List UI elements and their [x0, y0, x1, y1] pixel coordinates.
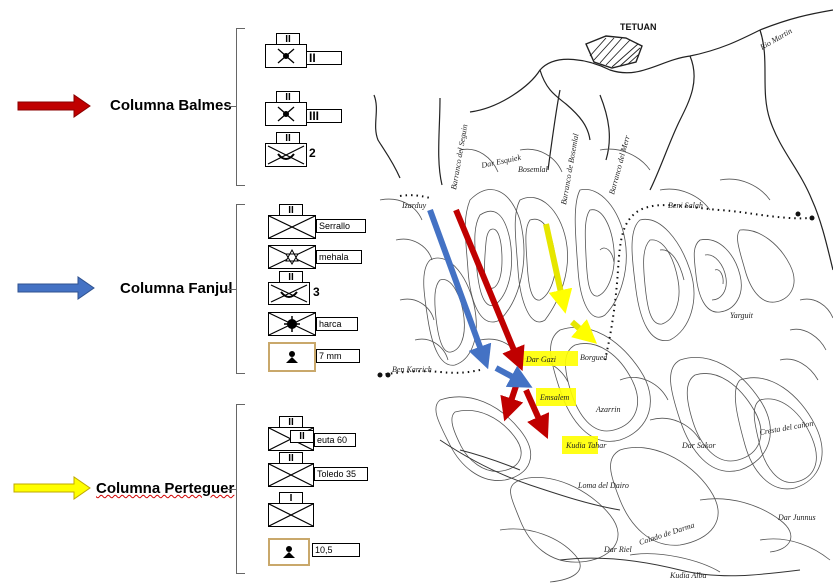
label-kudia-tahar: Kudia Tahar	[565, 441, 607, 450]
infantry-cross-icon	[268, 503, 314, 527]
label-dar-sakor: Dar Sakor	[681, 441, 716, 450]
unit-tag: 2	[307, 147, 325, 159]
label-borgued: Borgued	[580, 353, 608, 362]
unit-symbol-regulares	[265, 143, 307, 167]
label-dar-riel: Dar Riel	[603, 545, 633, 554]
label-dar-junnus: Dar Junnus	[777, 513, 816, 522]
unit-symbol-infantry	[268, 503, 314, 527]
brace-perteguer	[236, 404, 245, 574]
unit-symbol-mountain-infantry	[265, 44, 307, 68]
unit-tag: mehala	[316, 250, 362, 264]
unit-symbol-artillery	[268, 342, 316, 372]
infantry-cross-icon	[268, 463, 314, 487]
highlight-kudia-tahar	[562, 436, 598, 454]
unit-tag: 10,5	[312, 543, 360, 557]
balmes-arrow-sw	[500, 385, 524, 422]
crescent-cross-icon	[270, 284, 308, 303]
river-line	[649, 55, 695, 191]
river-line	[469, 9, 833, 113]
legend-label-balmes: Columna Balmes	[110, 97, 232, 114]
perteguer-arrow-main	[543, 223, 573, 314]
unit-tag: harca	[316, 317, 358, 331]
river-line	[438, 97, 443, 186]
balmes-arrow-se	[523, 388, 550, 439]
label-bosemlal: Bosemlal	[518, 165, 549, 174]
infantry-cross-icon	[268, 215, 316, 239]
unit-symbol-regulares	[268, 282, 310, 305]
highlight-dar-gazi	[522, 351, 578, 366]
unit-symbol-infantry	[268, 215, 316, 239]
unit-tag: III	[306, 109, 342, 123]
legend-label-fanjul: Columna Fanjul	[120, 280, 233, 297]
label-kudia-alba: Kudia Alba	[669, 571, 707, 580]
label-izarduy: Izarduy	[401, 201, 427, 210]
tetuan-city-shape	[585, 35, 643, 69]
unit-symbol-harca	[268, 312, 316, 336]
unit-symbol-mehala	[268, 245, 316, 269]
label-loma-del-dairo: Loma del Dairo	[577, 481, 629, 490]
brace-fanjul	[236, 204, 245, 374]
unit-symbol-infantry	[268, 463, 314, 487]
label-dar-esquiek: Dar Esquiek	[480, 153, 523, 170]
legend-arrow-fanjul	[17, 276, 95, 300]
label-tetuan: TETUAN	[620, 22, 657, 32]
label-colado-darma: Colado de Darma	[638, 520, 696, 546]
legend-label-perteguer: Columna Perteguer	[96, 480, 235, 497]
balmes-arrow-main	[453, 208, 525, 372]
echelon-marker: II	[290, 430, 314, 443]
unit-tag: euta 60	[314, 433, 356, 447]
river-line	[373, 94, 401, 179]
highlight-emsalem	[536, 388, 576, 406]
crossed-rifles-icon	[277, 48, 295, 64]
unit-tag: 7 mm	[316, 349, 360, 363]
label-ben-karrich: Ben Karrich	[392, 365, 432, 374]
unit-symbol-artillery	[268, 538, 310, 566]
river-line	[547, 89, 561, 171]
label-barranco-merr: Barranco del Merr	[607, 134, 632, 196]
river-line	[759, 29, 833, 271]
river-line	[599, 94, 610, 161]
unit-tag: II	[306, 51, 342, 65]
brace-balmes	[236, 28, 245, 186]
label-emsalem: Emsalem	[539, 393, 570, 402]
unit-tag: Toledo 35	[314, 467, 368, 481]
label-dar-gazi: Dar Gazi	[525, 355, 556, 364]
label-barranco-bosemlal: Barranco de Bosemlal	[559, 132, 580, 205]
artillery-dot-icon	[286, 351, 298, 363]
legend-arrow-balmes	[17, 94, 91, 118]
legend-arrow-perteguer	[13, 476, 91, 500]
river-line	[539, 69, 591, 141]
label-barranco-seguin: Barranco del Seguin	[449, 124, 469, 191]
label-azarrin: Azarrin	[595, 405, 620, 414]
label-yarguit: Yarguit	[730, 311, 754, 320]
perteguer-arrow-east	[570, 319, 598, 344]
label-cresta-canon: Cresta del cañon	[759, 419, 814, 437]
label-beni-salah: Beni Salah	[668, 201, 703, 210]
crescent-cross-icon	[267, 145, 305, 165]
crossed-rifles-icon	[277, 106, 295, 122]
unit-symbol-mountain-infantry	[265, 102, 307, 126]
starburst-cross-icon	[268, 312, 316, 336]
echelon-marker: II	[279, 271, 303, 284]
legend-arrows	[13, 94, 95, 500]
star-cross-icon	[268, 245, 316, 269]
artillery-dot-icon	[283, 546, 295, 558]
unit-tag: Serrallo	[316, 219, 366, 233]
unit-tag: 3	[311, 286, 329, 298]
fanjul-arrow-main	[427, 208, 492, 370]
fanjul-arrow-east	[494, 365, 533, 388]
